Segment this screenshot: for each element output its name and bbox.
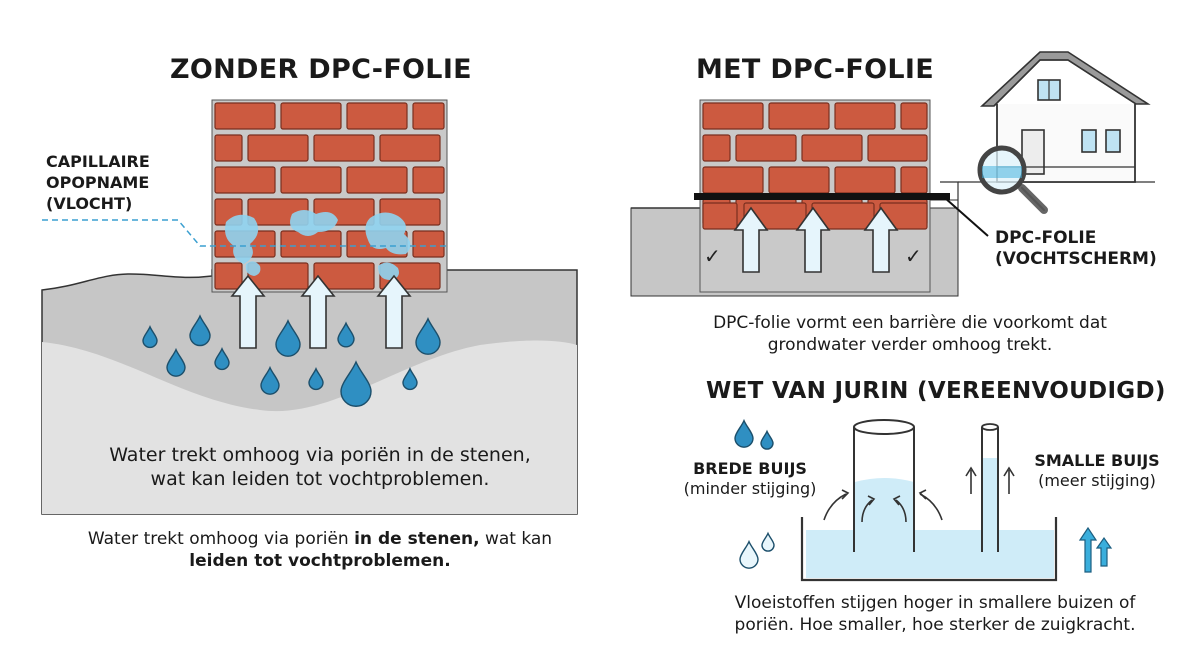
up-arrow-icon [795,206,831,273]
brick [768,102,830,130]
brick [247,134,309,162]
brick [280,166,342,194]
soil-lower-layer [42,340,577,514]
narrow-tube-sublabel: (meer stijging) [1038,471,1156,490]
check-icon: ✓ [905,244,922,268]
caption-line: wat kan leiden tot vochtproblemen. [150,468,490,490]
jurin-caption: Vloeistoffen stijgen hoger in smallere b… [700,592,1170,636]
left-panel-title: ZONDER DPC-FOLIE [170,54,472,85]
caption-line: Water trekt omhoog via poriën in de sten… [109,444,531,466]
wide-tube-sublabel: (minder stijging) [683,479,817,498]
brick [900,102,928,130]
water-drop-icon [142,325,158,349]
brick [346,102,408,130]
brick [867,134,928,162]
dpc-label-line: DPC-FOLIE [995,228,1097,248]
water-drop-icon [166,347,186,377]
brick [702,202,738,230]
water-drop-icon [739,539,759,569]
caption-text: wat kan [479,529,553,549]
dpc-pointer-line [944,197,989,237]
capillary-label: CAPILLAIRE OPOPNAME (VLOCHT) [46,151,150,214]
water-drop-icon [308,367,324,391]
brick [768,166,830,194]
caption-line: Vloeistoffen stijgen hoger in smallere b… [734,593,1136,613]
up-arrow-icon [863,206,899,273]
water-drop-icon [340,360,372,407]
dpc-membrane [694,193,950,200]
left-bottom-caption: Water trekt omhoog via poriën in de sten… [60,528,580,572]
brick [214,166,276,194]
water-drop-icon [189,314,211,347]
brick [313,134,375,162]
brick [801,134,863,162]
caption-text: Water trekt omhoog via poriën [87,529,355,549]
up-arrow-icon [300,274,336,349]
right-panel-title: MET DPC-FOLIE [696,54,934,85]
moisture-patch [365,212,411,255]
dpc-label-line: (VOCHTSCHERM) [995,249,1157,269]
brick [379,134,441,162]
brick [346,166,408,194]
up-arrow-icon [230,274,266,349]
jurin-diagram [800,419,1058,582]
brick [214,262,243,290]
brick [214,102,276,130]
brick [702,166,764,194]
brick [702,102,764,130]
capillary-label-line: OPOPNAME [46,173,150,192]
up-arrow-icon [1078,526,1113,573]
water-drop-icon [760,429,774,450]
caption-bold-text: leiden tot vochtproblemen. [189,551,451,571]
water-drop-icon [260,365,280,395]
check-icon: ✓ [704,244,721,268]
up-arrow-icon [376,274,412,349]
brick [834,102,896,130]
brick [412,230,445,258]
wide-tube-label: BREDE BUIJS [693,459,807,478]
brick [900,166,928,194]
right-caption: DPC-folie vormt een barrière die voorkom… [680,312,1140,356]
water-drop-icon [761,531,775,552]
water-drop-icon [275,319,301,357]
brick [412,166,445,194]
brick [834,166,896,194]
jurin-title: WET VAN JURIN (VEREENVOUDIGD) [706,378,1166,404]
moisture-patch [245,261,261,276]
magnifier-icon [977,145,1048,214]
moisture-patch [225,214,259,264]
brick [280,102,342,130]
water-drop-icon [214,347,230,371]
dpc-label: DPC-FOLIE (VOCHTSCHERM) [995,228,1157,270]
capillary-pointer-line [42,219,447,247]
capillary-label-line: CAPILLAIRE [46,152,150,171]
brick [412,102,445,130]
left-inner-caption: Water trekt omhoog via poriën in de sten… [80,443,560,491]
caption-line: grondwater verder omhoog trekt. [767,335,1053,355]
water-drop-icon [415,317,441,355]
brick [735,134,797,162]
caption-bold-text: in de stenen, [354,529,480,549]
brick [313,262,375,290]
brick [702,134,731,162]
water-drop-icon [402,367,418,391]
moisture-patch [290,210,338,236]
narrow-tube-label: SMALLE BUIJS [1034,451,1160,470]
water-drop-icon [337,321,355,348]
brick-wall-left [211,99,448,293]
up-arrow-icon [733,206,769,273]
capillary-label-line: (VLOCHT) [46,194,133,213]
water-drop-icon [734,418,754,448]
house-icon [979,51,1151,183]
brick [214,134,243,162]
caption-line: DPC-folie vormt een barrière die voorkom… [713,313,1107,333]
caption-line: poriën. Hoe smaller, hoe sterker de zuig… [734,615,1136,635]
